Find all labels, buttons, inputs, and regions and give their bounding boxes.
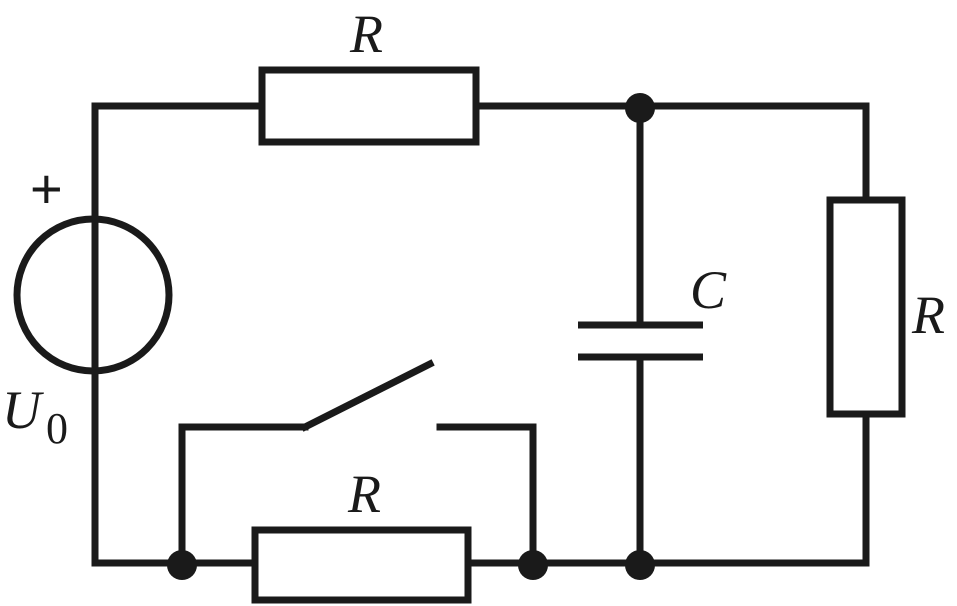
- label-source-symbol: U: [2, 380, 44, 440]
- label-resistor-right: R: [911, 285, 945, 345]
- junction-node-bottom-left: [167, 550, 197, 580]
- wire-switch-left-lead: [178, 423, 309, 567]
- wire-switch-right-lead: [436, 423, 537, 567]
- junction-node-top: [625, 93, 655, 123]
- resistor-right: [826, 196, 906, 418]
- label-resistor-bottom: R: [347, 464, 381, 524]
- label-capacitor: C: [690, 260, 727, 320]
- resistor-bottom: [251, 526, 472, 604]
- junction-node-bottom-right: [625, 550, 655, 580]
- resistor-top: [258, 66, 480, 146]
- label-source-polarity: +: [30, 157, 63, 220]
- junction-node-bottom-middle: [518, 550, 548, 580]
- wires: [91, 102, 870, 567]
- label-resistor-top: R: [349, 4, 383, 64]
- switch-blade: [300, 359, 435, 432]
- label-source-subscript: 0: [46, 404, 68, 453]
